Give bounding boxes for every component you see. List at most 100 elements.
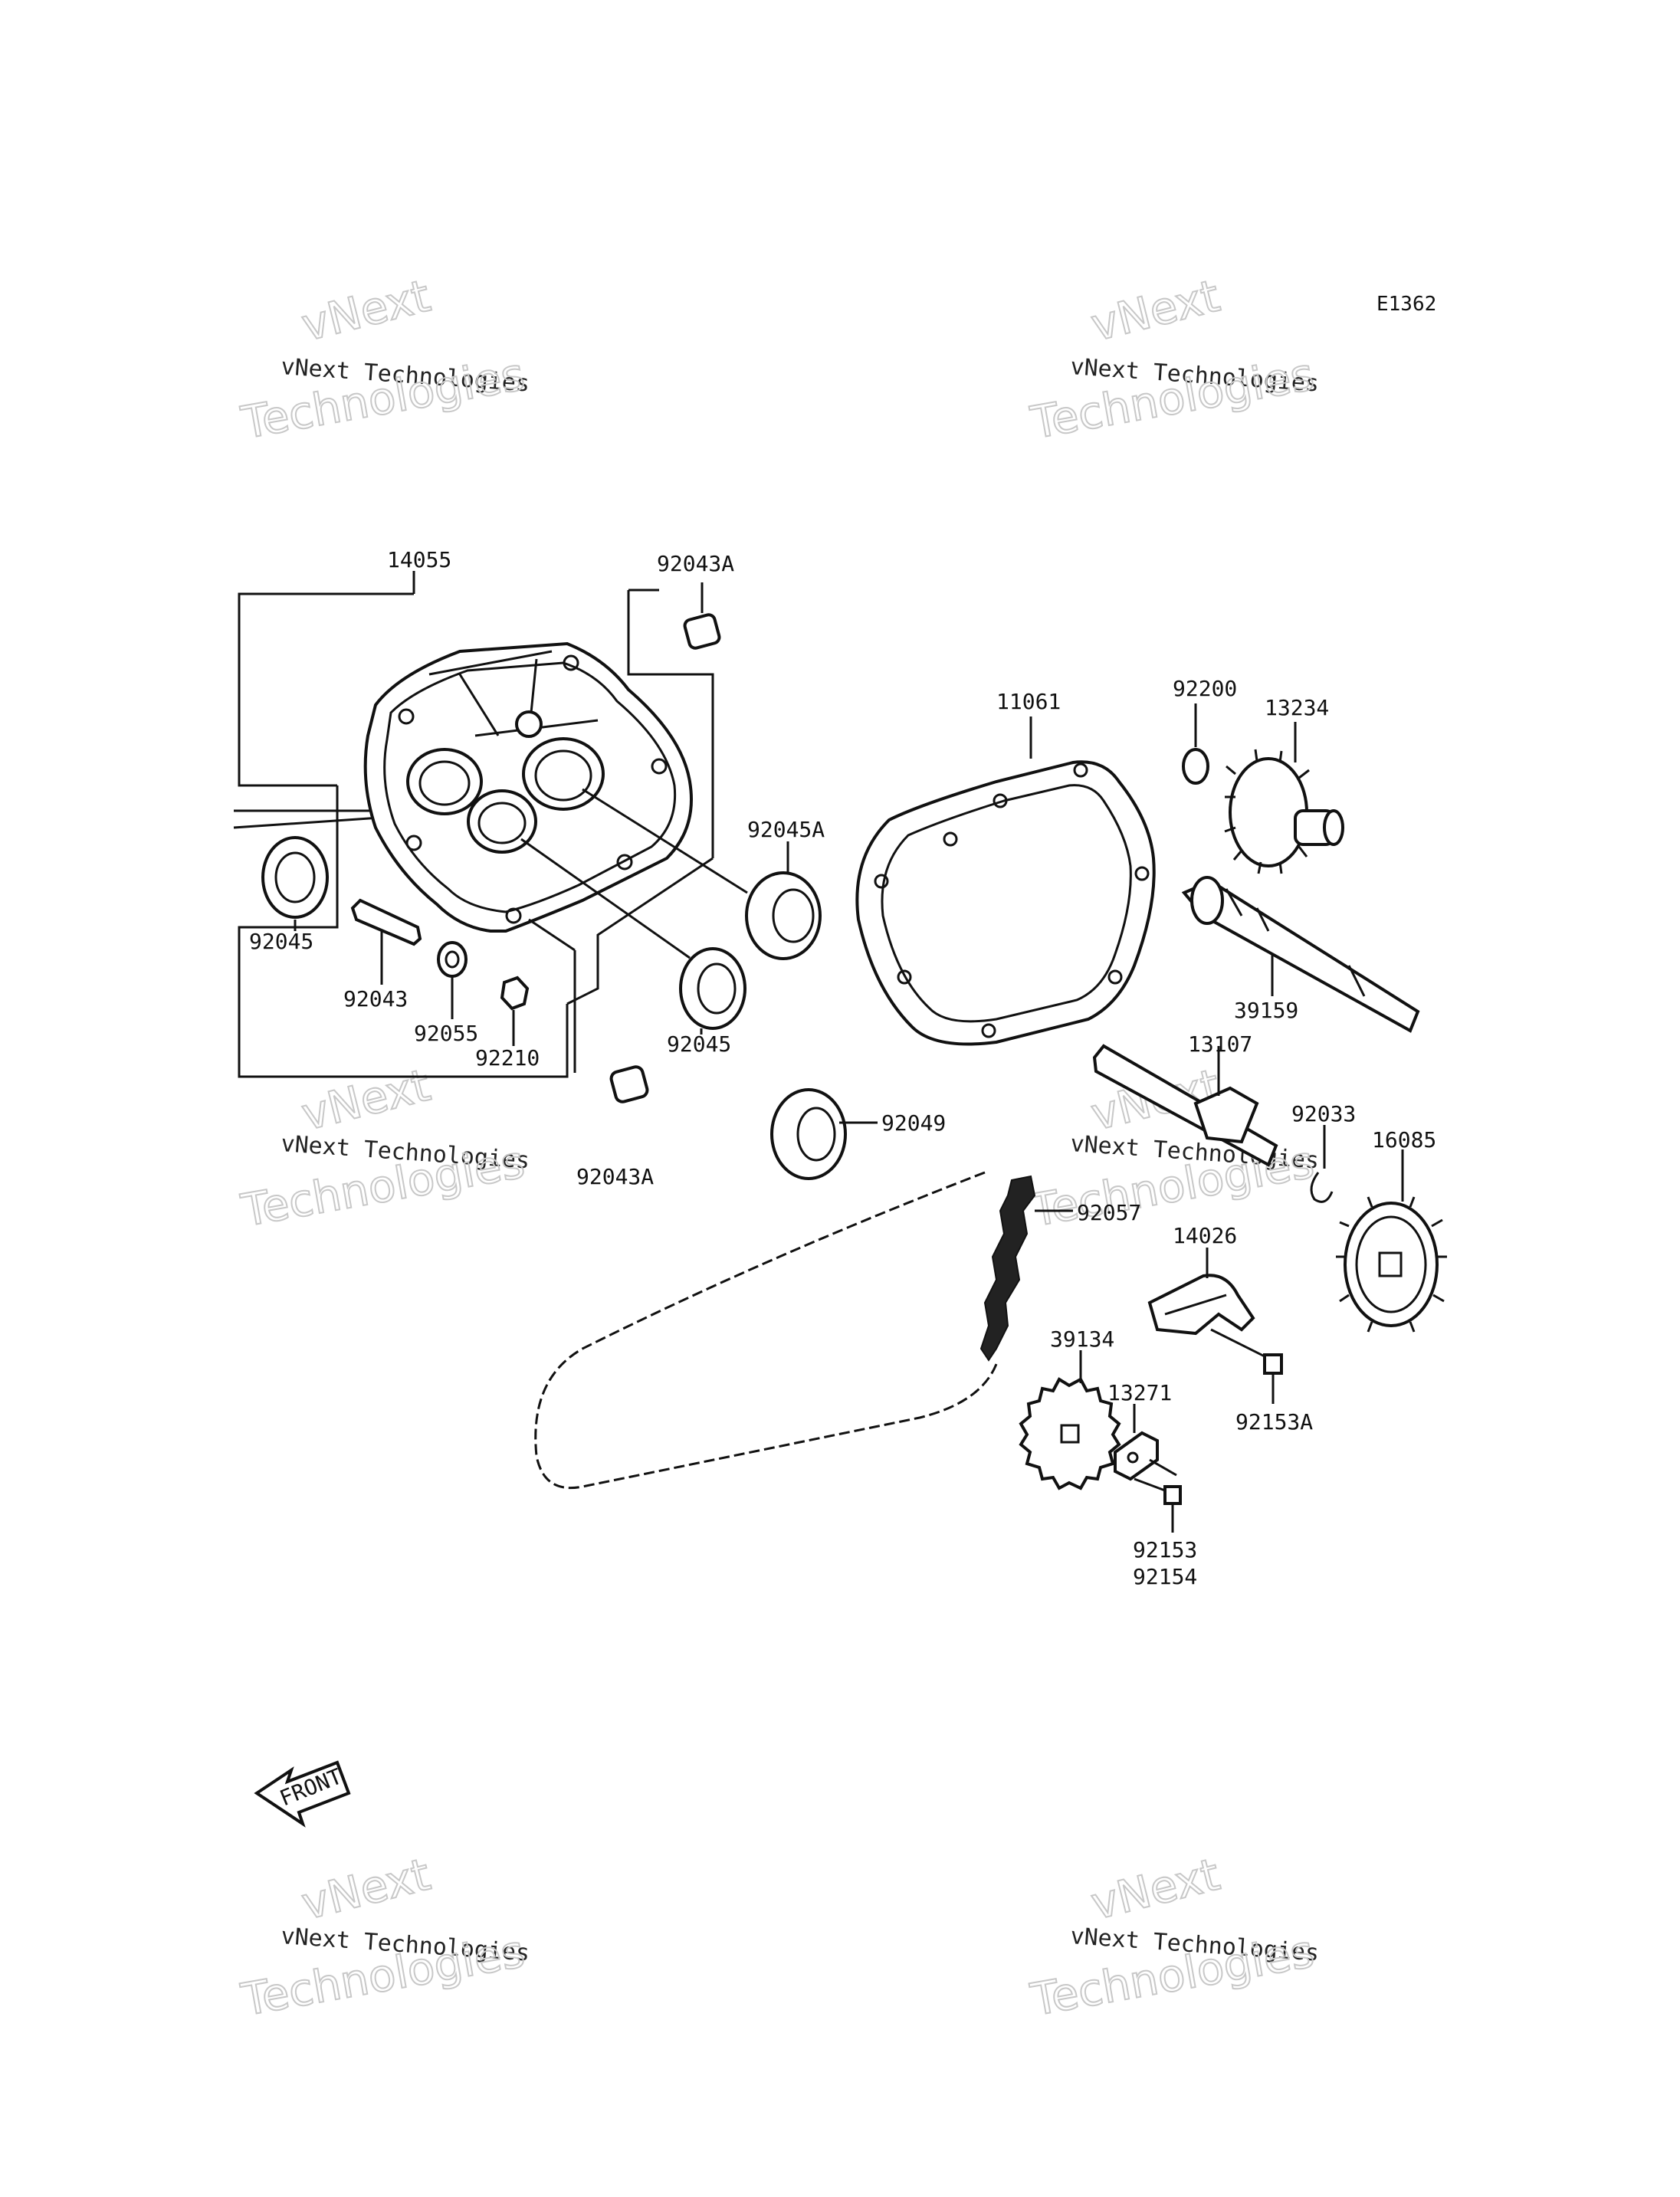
bearing-92045A-outer [745, 871, 822, 960]
washer [437, 941, 468, 1019]
leader-92045-center [520, 838, 691, 959]
washer-92200-body [1182, 748, 1209, 785]
washer-outer [437, 941, 468, 978]
watermark-line2: vNext [297, 1059, 435, 1141]
dowel-pin-bottom-body [609, 1065, 649, 1103]
drive-chain [534, 1171, 1073, 1490]
label-92210: 92210 [475, 1045, 540, 1071]
bracket-line [627, 590, 714, 858]
gasket-hole [874, 874, 889, 889]
cover-bolt-hole [563, 654, 579, 671]
nut [500, 976, 530, 1046]
leader-13271-c [1134, 1477, 1166, 1492]
diagram-code: E1362 [1376, 293, 1436, 316]
gasket-hole [943, 831, 958, 847]
gear-16085 [1336, 1149, 1447, 1333]
cover-boss [515, 710, 543, 738]
watermark-bottom-left: vNext vNext Technologies Technologies [237, 1848, 531, 2027]
gasket-hole [1134, 866, 1150, 881]
watermark-line2: vNext [297, 270, 435, 352]
watermark-line2: vNext [1086, 270, 1225, 352]
leader-92045A [582, 788, 748, 894]
washer-inner [445, 950, 460, 969]
bearing-center-inner [697, 962, 737, 1015]
shaft-39159-detail [1225, 888, 1366, 997]
label-92055: 92055 [414, 1021, 478, 1046]
watermark-top-right: vNext vNext Technologies Technologies [1026, 269, 1321, 450]
circlip [1310, 1125, 1334, 1203]
label-11061: 11061 [996, 689, 1061, 714]
cover-bolt-hole [651, 758, 668, 775]
front-arrow-icon: FRONT [254, 1760, 351, 1828]
bearing-left-outer [261, 836, 329, 919]
sprocket-bore [1060, 1424, 1080, 1444]
gasket-hole [993, 793, 1008, 808]
shaft-13107 [1092, 1044, 1278, 1167]
shaft-39159 [1181, 876, 1420, 1033]
label-13271: 13271 [1107, 1380, 1172, 1405]
nut-body [500, 976, 530, 1011]
label-92057: 92057 [1077, 1200, 1141, 1225]
leader-13271-b [1149, 1458, 1177, 1477]
label-13234: 13234 [1265, 695, 1329, 720]
label-92153A: 92153A [1235, 1409, 1313, 1435]
gear-16085-ring [1355, 1215, 1427, 1313]
gear-13234-hub-end [1323, 809, 1344, 846]
bracket-line [566, 857, 714, 1005]
label-92033: 92033 [1291, 1101, 1356, 1126]
label-92043A-bottom: 92043A [576, 1164, 654, 1189]
cover-bolt-hole [505, 907, 522, 924]
sprocket-body [1019, 1377, 1121, 1490]
dowel-pin-bottom [609, 1065, 649, 1103]
watermark-mid-left: vNext vNext Technologies Technologies [237, 1058, 531, 1238]
cover-bolt-hole [616, 854, 633, 871]
shaft-13107-gear [1193, 1086, 1259, 1144]
bracket-line [238, 592, 414, 787]
retaining-plate [1114, 1404, 1177, 1492]
front-arrow-shape [254, 1760, 351, 1828]
label-16085: 16085 [1372, 1127, 1436, 1153]
bolt-92153 [1163, 1485, 1182, 1533]
chain-guide-body [1147, 1274, 1255, 1336]
label-39134: 39134 [1050, 1326, 1114, 1352]
dowel-pin-top [683, 582, 721, 650]
label-13107: 13107 [1188, 1031, 1252, 1057]
gasket-hole [1073, 762, 1088, 778]
bolt-92153-head [1163, 1485, 1182, 1505]
cover-ribs [428, 650, 599, 737]
sprocket [1019, 1350, 1121, 1490]
label-92153: 92153 [1133, 1537, 1197, 1562]
bolt-92153A-head [1263, 1353, 1283, 1375]
bearing-92045A [745, 841, 822, 960]
label-92154: 92154 [1133, 1564, 1197, 1589]
watermark-top-left: vNext vNext Technologies Technologies [237, 269, 531, 450]
bearing-center [679, 947, 746, 1035]
gear-13234-body [1229, 757, 1308, 867]
label-14055: 14055 [387, 547, 451, 572]
bearing-left [261, 836, 329, 931]
oil-seal [770, 1088, 878, 1180]
retaining-plate-hole [1127, 1451, 1139, 1464]
gasket-inner [881, 784, 1132, 1023]
label-92045-left: 92045 [249, 929, 313, 954]
stud-bolt-body [350, 898, 422, 946]
gear-16085-body [1344, 1202, 1439, 1327]
cover-bore-left-inner [418, 760, 471, 806]
cover-bolt-hole [405, 835, 422, 851]
label-14026: 14026 [1173, 1223, 1237, 1248]
drive-chain-links [979, 1175, 1036, 1362]
gasket-hole [897, 969, 912, 985]
cover-bore-center-inner [477, 802, 527, 844]
oil-seal-inner [796, 1107, 836, 1162]
gasket-hole [1107, 969, 1123, 985]
dowel-pin-top-body [683, 613, 721, 650]
drive-chain-loop [534, 1171, 998, 1490]
gasket-outer [855, 760, 1156, 1046]
label-92045A: 92045A [747, 817, 825, 842]
label-39159: 39159 [1234, 998, 1298, 1023]
gear-case-cover-assembly [233, 571, 748, 1078]
gasket [855, 716, 1156, 1046]
bolt-92153A [1263, 1353, 1283, 1404]
cover-bore-right-inner [534, 749, 592, 802]
